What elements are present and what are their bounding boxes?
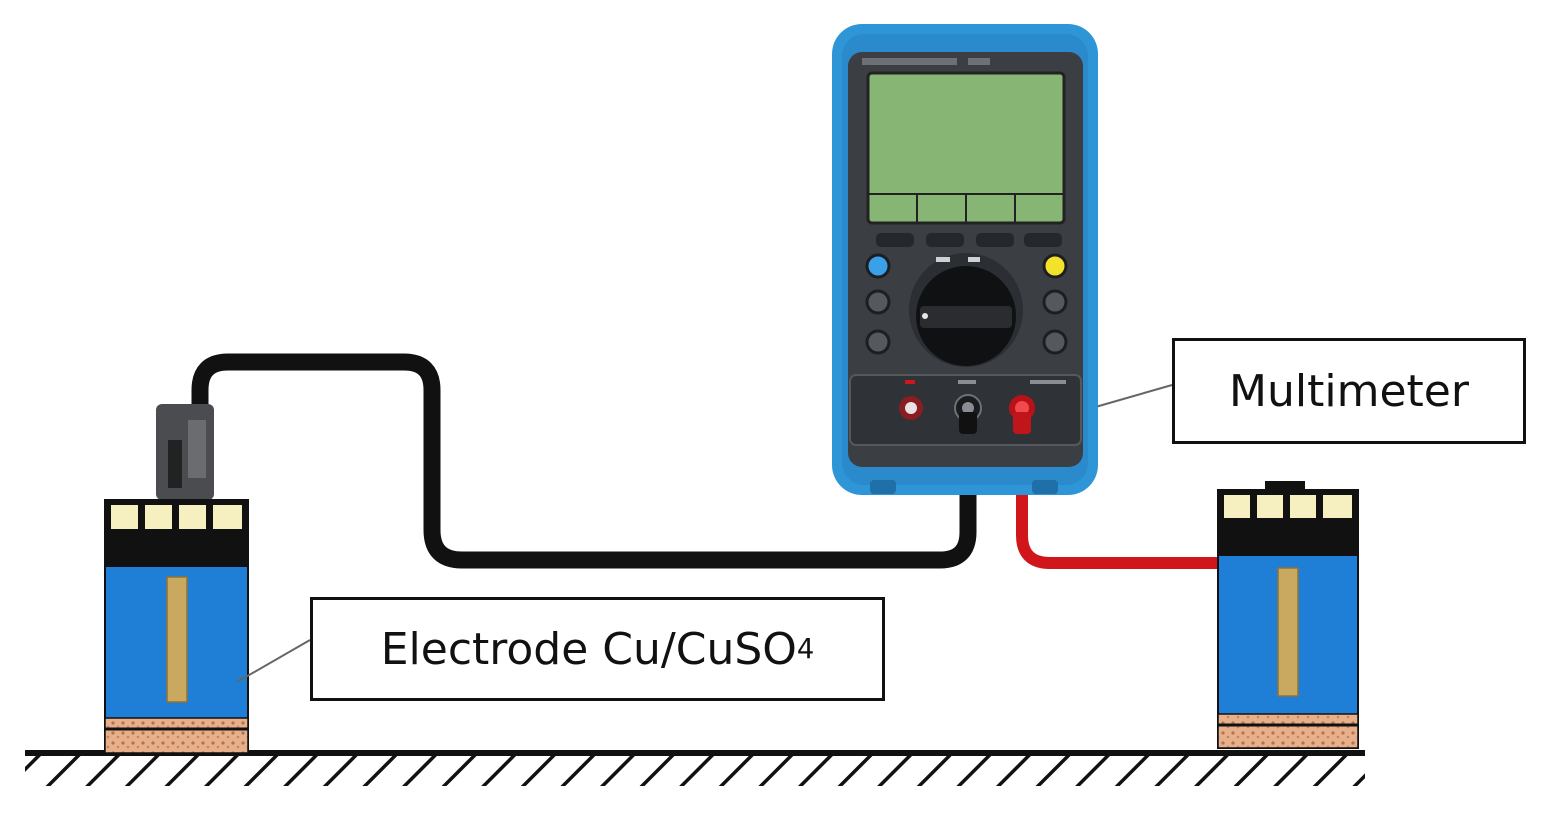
aux-jack-icon — [899, 396, 923, 420]
soft-key-1 — [876, 233, 914, 247]
yellow-button — [1042, 253, 1068, 279]
blue-button — [865, 253, 891, 279]
copper-rod — [166, 576, 188, 703]
side-button-right-2 — [1042, 329, 1068, 355]
multimeter — [832, 24, 1098, 495]
multimeter-label-text: Multimeter — [1229, 365, 1469, 417]
soft-key-3 — [976, 233, 1014, 247]
soft-key-4 — [1024, 233, 1062, 247]
side-button-left-2 — [865, 329, 891, 355]
electrode-cap — [105, 500, 248, 535]
side-button-left-1 — [865, 289, 891, 315]
multimeter-label: Multimeter — [1172, 338, 1526, 444]
red-test-lead — [1016, 424, 1231, 569]
black-test-lead — [191, 353, 977, 569]
copper-rod — [1277, 567, 1299, 697]
side-button-right-1 — [1042, 289, 1068, 315]
soft-key-2 — [926, 233, 964, 247]
electrode-label-text: Electrode Cu/CuSO — [380, 623, 797, 675]
left-electrode — [104, 404, 249, 754]
electrode-label-subscript: 4 — [796, 633, 815, 665]
rotary-dial-icon — [916, 266, 1016, 366]
ground — [25, 750, 1365, 786]
right-electrode — [1217, 481, 1359, 749]
electrode-cap — [1218, 490, 1358, 524]
electrode-leader-line — [236, 639, 311, 683]
